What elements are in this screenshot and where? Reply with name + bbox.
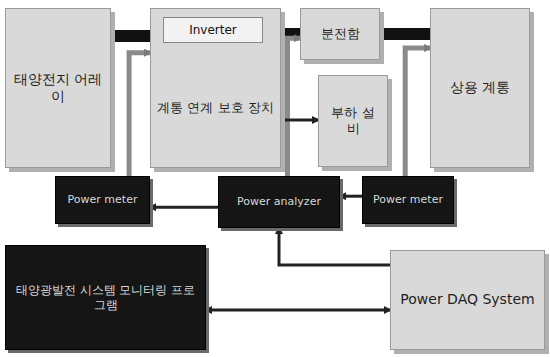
panel-box: 분전함 xyxy=(300,8,380,60)
junction-bar xyxy=(378,28,430,40)
meter-box: Power meter xyxy=(362,176,454,224)
connector-arrow xyxy=(129,53,150,176)
load-box: 부하 설비 xyxy=(318,75,388,167)
node-text: 태양광발전 시스템 모니터링 프로그램 xyxy=(6,281,205,315)
connector-arrow xyxy=(279,228,390,265)
daq-box: Power DAQ System xyxy=(390,250,545,350)
node-text: Power DAQ System xyxy=(394,289,540,311)
node-text: 계통 연계 보호 장치 xyxy=(151,98,279,118)
grid-box: 상용 계통 xyxy=(430,8,530,168)
node-text: Power meter xyxy=(367,191,449,209)
connector-arrow xyxy=(340,195,362,198)
node-text: Power analyzer xyxy=(231,193,327,211)
connector-arrow xyxy=(206,309,390,312)
meter-box: Power meter xyxy=(55,176,150,224)
array-box: 태양전지 어레이 xyxy=(5,8,111,168)
connector-arrow xyxy=(288,38,301,176)
node-text: Power meter xyxy=(62,191,144,209)
connector-arrow xyxy=(281,119,318,122)
inverter-label-box: Inverter xyxy=(163,17,263,43)
node-text: 부하 설비 xyxy=(319,103,387,140)
program-box: 태양광발전 시스템 모니터링 프로그램 xyxy=(5,245,206,350)
connector-arrow xyxy=(405,48,430,176)
connector-arrow xyxy=(150,206,218,209)
node-text: Inverter xyxy=(183,21,243,40)
node-text: 분전함 xyxy=(315,24,366,44)
analyzer-box: Power analyzer xyxy=(218,176,340,228)
node-text: 상용 계통 xyxy=(444,77,516,99)
node-text: 태양전지 어레이 xyxy=(6,69,110,108)
inverter-box: 계통 연계 보호 장치 Inverter xyxy=(150,8,281,168)
